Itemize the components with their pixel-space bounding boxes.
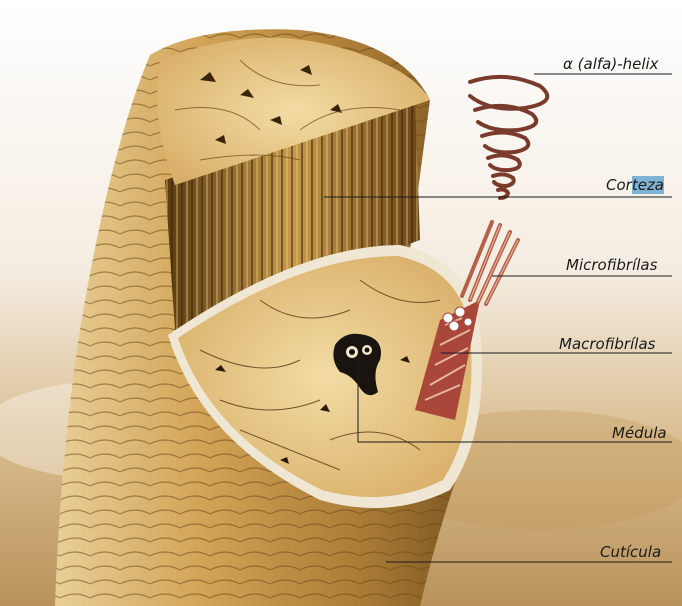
label-corteza: Corteza <box>606 176 664 194</box>
label-alpha-helix: α (alfa)-helix <box>563 55 659 73</box>
label-macrofibrilas: Macrofibrílas <box>559 335 655 353</box>
label-corteza-highlight: teza <box>632 176 664 194</box>
label-microfibrilas: Microfibrílas <box>566 256 657 274</box>
label-cuticula: Cutícula <box>600 543 661 561</box>
label-medula: Médula <box>612 424 667 442</box>
label-corteza-text: Cor <box>606 176 632 194</box>
